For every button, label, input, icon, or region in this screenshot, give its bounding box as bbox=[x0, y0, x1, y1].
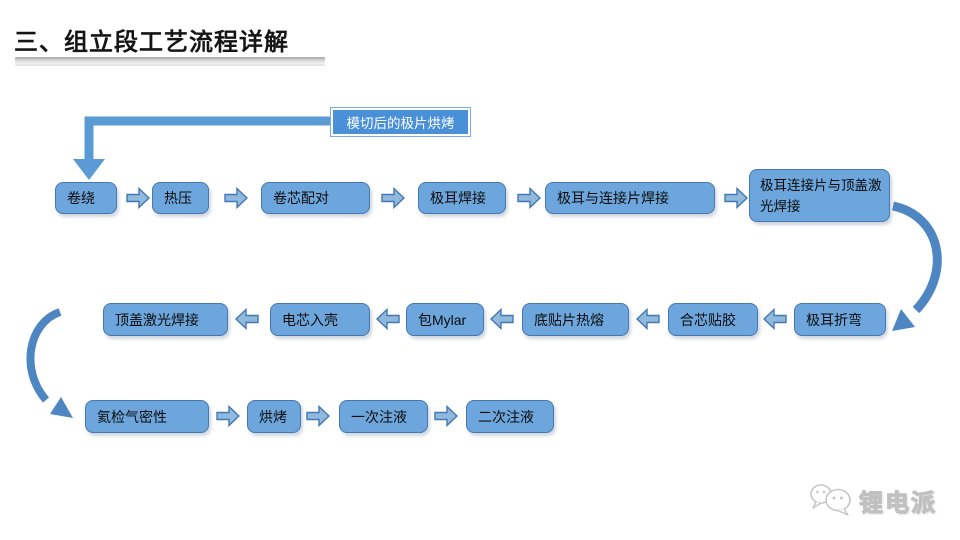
flow-step-label: 二次注液 bbox=[478, 408, 534, 425]
flow-step-core-pairing: 卷芯配对 bbox=[261, 182, 370, 214]
flow-step-label: 极耳连接片与顶盖激光焊接 bbox=[760, 178, 882, 214]
elbow-arrowhead-icon bbox=[73, 159, 105, 180]
flow-step-label: 极耳折弯 bbox=[806, 311, 862, 328]
flow-step-tab-bending: 极耳折弯 bbox=[794, 303, 886, 336]
flow-arrow-left-icon bbox=[636, 308, 660, 330]
flow-step-tab-welding: 极耳焊接 bbox=[418, 182, 506, 214]
flow-step-hot-press: 热压 bbox=[152, 182, 209, 214]
flow-step-label: 卷芯配对 bbox=[273, 190, 329, 206]
flow-arrow-right-icon bbox=[381, 187, 405, 209]
flow-arrow-right-icon bbox=[126, 187, 150, 209]
flow-step-label: 底贴片热熔 bbox=[534, 311, 604, 328]
flow-step-label: 卷绕 bbox=[67, 190, 95, 206]
watermark-brand: 锂电派 bbox=[859, 489, 937, 517]
flow-step-label: 烘烤 bbox=[259, 408, 287, 425]
flow-step-cell-into-can: 电芯入壳 bbox=[270, 303, 370, 336]
flow-start-label: 模切后的极片烘烤 bbox=[346, 116, 455, 131]
flow-step-baking: 烘烤 bbox=[247, 400, 301, 433]
flow-step-label: 氦检气密性 bbox=[97, 408, 167, 425]
flow-step-tab-connector-welding: 极耳与连接片焊接 bbox=[545, 182, 715, 214]
flow-step-label: 极耳与连接片焊接 bbox=[557, 190, 669, 206]
flow-step-label: 极耳焊接 bbox=[430, 190, 486, 206]
left-curve-arrowhead-icon bbox=[50, 397, 73, 418]
flow-step-topcap-laser-seal-welding: 顶盖激光焊接 bbox=[103, 303, 228, 336]
flow-arrow-right-icon bbox=[724, 187, 748, 209]
flow-step-winding: 卷绕 bbox=[55, 182, 117, 214]
elbow-connector bbox=[84, 116, 332, 161]
flow-arrow-left-icon bbox=[763, 308, 787, 330]
flow-arrow-right-icon bbox=[434, 405, 458, 427]
flow-arrow-right-icon bbox=[216, 405, 240, 427]
flow-arrow-right-icon bbox=[517, 187, 541, 209]
page-title: 三、组立段工艺流程详解 bbox=[14, 29, 289, 56]
right-curve-connector bbox=[891, 201, 942, 314]
flow-step-label: 包Mylar bbox=[418, 311, 467, 328]
flow-step-bottom-patch-hotmelt: 底贴片热熔 bbox=[522, 303, 629, 336]
flow-step-core-taping: 合芯贴胶 bbox=[668, 303, 758, 336]
wechat-bubbles-icon bbox=[810, 484, 851, 516]
flow-arrow-right-icon bbox=[224, 187, 248, 209]
right-curve-arrowhead-icon bbox=[892, 309, 915, 331]
flow-step-topcap-laser-welding: 极耳连接片与顶盖激光焊接 bbox=[749, 169, 890, 222]
flow-step-label: 热压 bbox=[164, 190, 192, 206]
flow-step-label: 顶盖激光焊接 bbox=[115, 311, 199, 328]
flow-step-second-electrolyte-filling: 二次注液 bbox=[466, 400, 554, 433]
flow-step-label: 一次注液 bbox=[351, 408, 407, 425]
flow-arrow-left-icon bbox=[235, 308, 259, 330]
title-underline-bar bbox=[15, 57, 325, 66]
flow-step-label: 电芯入壳 bbox=[282, 311, 338, 328]
flow-start-box: 模切后的极片烘烤 bbox=[330, 107, 471, 137]
watermark: 锂电派 bbox=[808, 481, 937, 519]
flow-arrow-left-icon bbox=[490, 308, 514, 330]
flow-step-first-electrolyte-filling: 一次注液 bbox=[339, 400, 428, 433]
left-curve-connector bbox=[26, 308, 62, 403]
flow-step-mylar-wrapping: 包Mylar bbox=[406, 303, 484, 336]
flow-arrow-right-icon bbox=[306, 405, 330, 427]
flow-step-label: 合芯贴胶 bbox=[680, 311, 736, 328]
flow-arrow-left-icon bbox=[376, 308, 400, 330]
flow-step-helium-leak-check: 氦检气密性 bbox=[85, 400, 209, 433]
